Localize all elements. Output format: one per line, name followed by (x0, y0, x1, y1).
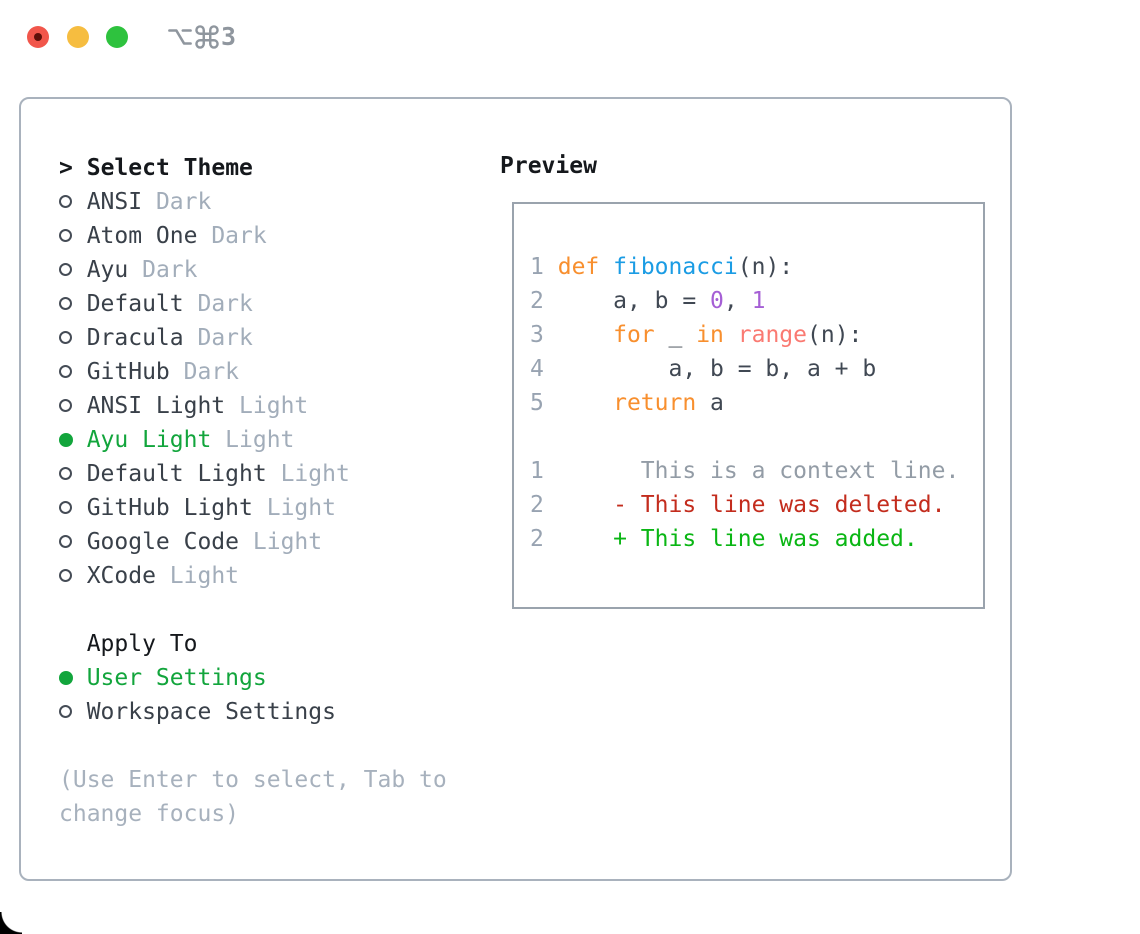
radio-selected-icon[interactable] (59, 661, 87, 695)
radio-icon[interactable] (59, 321, 87, 355)
radio-icon[interactable] (59, 389, 87, 423)
radio-icon[interactable] (59, 355, 87, 389)
close-button[interactable] (27, 26, 49, 48)
theme-option[interactable]: GitHub Light Light (59, 491, 336, 525)
option-label: XCode (86, 563, 156, 589)
theme-variant-tag: Dark (183, 359, 240, 385)
radio-icon[interactable] (59, 219, 87, 253)
option-label: ANSI Light (86, 393, 226, 419)
radio-icon[interactable] (59, 185, 87, 219)
theme-variant-tag: Light (169, 563, 240, 589)
code-line: 1 def fibonacci(n): (530, 254, 794, 280)
radio-icon[interactable] (59, 491, 87, 525)
code-line: 2 - This line was deleted. (530, 492, 946, 518)
radio-icon[interactable] (59, 287, 87, 321)
theme-option[interactable]: Default Dark (59, 287, 253, 321)
theme-variant-tag: Dark (197, 325, 253, 351)
theme-variant-tag: Light (280, 461, 350, 487)
code-line: 2 + This line was added. (530, 526, 918, 552)
theme-variant-tag: Light (252, 529, 323, 555)
select-theme-heading-row: > Select Theme (59, 151, 253, 185)
cursor-icon: > (59, 155, 73, 181)
preview-box (512, 202, 985, 609)
apply-to-heading: Apply To (86, 631, 198, 657)
theme-option[interactable]: XCode Light (59, 559, 239, 593)
line-number: 4 (530, 356, 544, 382)
radio-icon[interactable] (59, 525, 87, 559)
code-preview: 1 def fibonacci(n): 2 a, b = 0, 1 3 for _ … (530, 250, 876, 420)
theme-option[interactable]: Atom One Dark (59, 219, 267, 253)
option-label: Default (86, 291, 184, 317)
command-key-icon (194, 24, 220, 50)
option-label: Google Code (86, 529, 240, 555)
theme-variant-tag: Dark (142, 257, 198, 283)
preview-heading: Preview (500, 153, 597, 179)
code-line: 1 This is a context line. (530, 458, 960, 484)
theme-variant-tag: Dark (155, 189, 212, 215)
code-line: 2 a, b = 0, 1 (530, 288, 766, 314)
theme-variant-tag: Light (266, 495, 336, 521)
screen-corner-mask (0, 912, 22, 934)
shortcut-digit: 3 (221, 22, 237, 51)
line-number: 3 (530, 322, 544, 348)
window-title-shortcut: 3 (167, 24, 236, 50)
theme-option[interactable]: Ayu Light Light (59, 423, 294, 457)
option-label: Atom One (86, 223, 198, 249)
option-label: User Settings (86, 665, 267, 691)
theme-option[interactable]: Default Light Light (59, 457, 350, 491)
option-label: Ayu Light (86, 427, 212, 453)
option-key-icon (167, 24, 193, 50)
theme-option[interactable]: Ayu Dark (59, 253, 197, 287)
minimize-button[interactable] (67, 26, 89, 48)
theme-variant-tag: Dark (211, 223, 267, 249)
option-label: GitHub Light (86, 495, 253, 521)
code-line: 5 return a (530, 390, 724, 416)
option-label: GitHub (86, 359, 170, 385)
line-number: 2 (530, 492, 544, 518)
theme-option[interactable]: Google Code Light (59, 525, 322, 559)
radio-icon[interactable] (59, 457, 87, 491)
radio-icon[interactable] (59, 253, 87, 287)
help-text-line-1: (Use Enter to select, Tab to (59, 767, 447, 793)
radio-icon[interactable] (59, 559, 87, 593)
close-active-dot-icon (34, 33, 42, 41)
radio-icon[interactable] (59, 695, 87, 729)
theme-option[interactable]: ANSI Light Light (59, 389, 308, 423)
apply-to-heading-row: Apply To (59, 627, 198, 661)
apply-to-option[interactable]: Workspace Settings (59, 695, 336, 729)
diff-preview: 1 This is a context line. 2 - This line w… (530, 454, 959, 556)
radio-selected-icon[interactable] (59, 423, 87, 457)
line-number: 2 (530, 526, 544, 552)
line-number: 2 (530, 288, 544, 314)
select-theme-heading: Select Theme (86, 155, 253, 181)
code-line: 3 for _ in range(n): (530, 322, 863, 348)
help-text-line-2: change focus) (59, 801, 240, 827)
apply-to-option[interactable]: User Settings (59, 661, 267, 695)
line-number: 1 (530, 254, 544, 280)
option-label: Dracula (86, 325, 184, 351)
line-number: 5 (530, 390, 544, 416)
zoom-button[interactable] (106, 26, 128, 48)
theme-option[interactable]: Dracula Dark (59, 321, 253, 355)
theme-variant-tag: Dark (197, 291, 253, 317)
code-line: 4 a, b = b, a + b (530, 356, 877, 382)
line-number: 1 (530, 458, 544, 484)
theme-option[interactable]: GitHub Dark (59, 355, 239, 389)
option-label: Default Light (86, 461, 267, 487)
option-label: ANSI (86, 189, 143, 215)
option-label: Workspace Settings (86, 699, 336, 725)
theme-variant-tag: Light (225, 427, 295, 453)
option-label: Ayu (86, 257, 129, 283)
theme-option[interactable]: ANSI Dark (59, 185, 211, 219)
theme-variant-tag: Light (239, 393, 309, 419)
